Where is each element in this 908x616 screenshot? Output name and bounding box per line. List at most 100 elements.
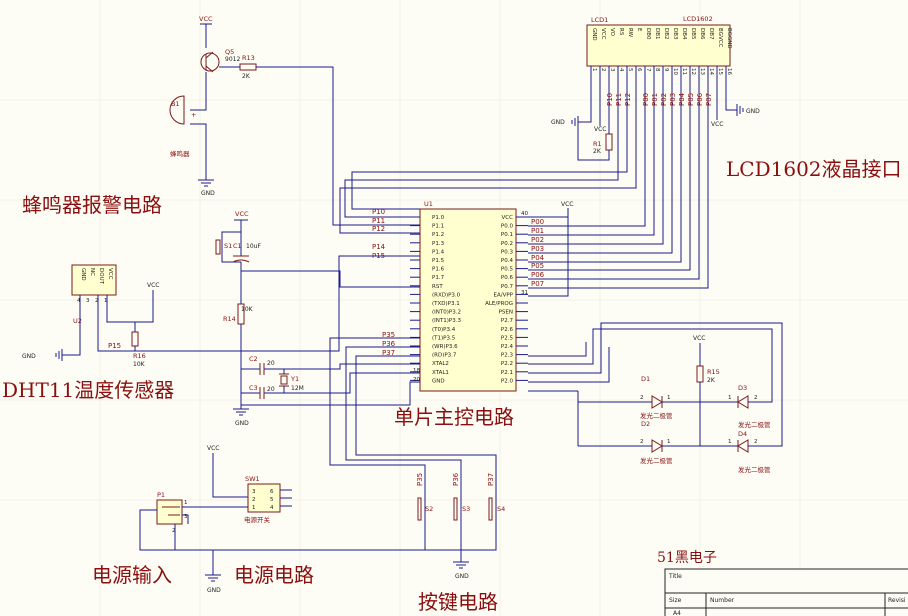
mcu-pin-label: XTAL2 — [432, 361, 449, 367]
svg-text:2: 2 — [640, 395, 644, 401]
dht-pin-label: NC — [89, 268, 95, 276]
dht-pin-label: GND — [80, 268, 86, 281]
lcd-gnd-label: GND — [551, 119, 565, 126]
svg-text:D3: D3 — [738, 384, 747, 392]
mcu-pin-label: P0.6 — [501, 275, 514, 281]
mcu-ref: U1 — [424, 200, 433, 208]
svg-text:C3: C3 — [249, 384, 258, 392]
svg-text:C2: C2 — [249, 355, 258, 363]
lcd-pin-label: RW — [627, 28, 633, 38]
svg-text:P05: P05 — [531, 262, 544, 270]
svg-text:P04: P04 — [531, 254, 545, 262]
svg-text:20: 20 — [267, 386, 275, 393]
svg-text:31: 31 — [521, 290, 528, 296]
mcu-pin-label: EA/VPP — [494, 292, 514, 298]
svg-text:发光二极管: 发光二极管 — [738, 420, 771, 429]
svg-text:A4: A4 — [673, 610, 681, 616]
lcd-pin-label: VCC — [600, 28, 606, 40]
q5-model: 9012 — [225, 56, 240, 63]
svg-text:Title: Title — [668, 573, 682, 580]
mcu-pin-label: P2.4 — [501, 344, 514, 350]
mcu-pin-label: (WR)P3.6 — [432, 344, 458, 350]
s1-label: S1 — [224, 242, 232, 250]
svg-text:P04: P04 — [678, 92, 686, 106]
svg-text:5: 5 — [270, 497, 274, 503]
svg-text:GND: GND — [22, 353, 36, 360]
gnd-label: GND — [201, 190, 215, 197]
mcu-pin-label: (T0)P3.4 — [432, 327, 456, 333]
lcd-pin-number: 16 — [726, 68, 732, 75]
lcd-pin-label: DB2 — [663, 28, 669, 40]
mcu-pin-label: XTAL1 — [432, 370, 449, 376]
svg-text:P37: P37 — [487, 473, 495, 486]
dht-pin-number: 1 — [104, 298, 108, 304]
svg-text:2: 2 — [172, 528, 176, 534]
mcu-pin-label: P0.1 — [501, 232, 513, 238]
svg-text:20: 20 — [267, 360, 275, 367]
svg-text:1: 1 — [728, 395, 732, 401]
lcd-pin-number: 3 — [609, 68, 615, 72]
mcu-pin-label: VCC — [502, 215, 514, 221]
mcu-pin-label: P0.4 — [501, 258, 514, 264]
lcd-pin-number: 2 — [600, 68, 606, 72]
lcd-pin-label: DB3 — [672, 28, 678, 40]
r1-value: 2K — [593, 148, 602, 155]
crystal-circuit: C2 20 C3 20 Y1 12M — [241, 355, 420, 406]
svg-text:P06: P06 — [531, 271, 545, 279]
mcu-pin-label: P2.6 — [501, 327, 514, 333]
r14-label: R14 — [223, 315, 236, 323]
svg-text:10K: 10K — [241, 306, 254, 313]
svg-text:发光二极管: 发光二极管 — [640, 456, 673, 465]
lcd-pin-number: 1 — [591, 68, 597, 72]
svg-text:VCC: VCC — [693, 335, 705, 342]
mcu-section-title: 单片主控电路 — [394, 405, 514, 429]
buzzer-name: 蜂鸣器 — [170, 149, 190, 158]
svg-text:P11: P11 — [615, 93, 623, 106]
svg-text:发光二极管: 发光二极管 — [738, 465, 771, 474]
svg-text:S2: S2 — [425, 505, 433, 513]
svg-text:P03: P03 — [531, 245, 544, 253]
p1-jack — [156, 499, 183, 525]
svg-text:S4: S4 — [497, 505, 505, 513]
mcu-pin-label: (TXD)P3.1 — [432, 301, 460, 307]
mcu-pin-label: P1.1 — [432, 224, 444, 230]
mcu-pin-label: RST — [432, 284, 443, 290]
svg-text:2K: 2K — [707, 377, 716, 384]
mcu-pin-label: GND — [432, 378, 445, 384]
svg-text:P36: P36 — [452, 472, 460, 486]
svg-text:发光二极管: 发光二极管 — [640, 411, 673, 420]
svg-text:P10: P10 — [372, 208, 385, 216]
svg-text:1: 1 — [667, 395, 671, 401]
lcd-body — [586, 24, 731, 67]
svg-text:18: 18 — [413, 368, 420, 374]
svg-text:VCC: VCC — [207, 445, 219, 452]
svg-text:P15: P15 — [108, 342, 121, 350]
mcu-pin-label: P2.0 — [501, 378, 514, 384]
lcd-pin-number: 6 — [636, 68, 642, 72]
svg-text:P07: P07 — [705, 93, 713, 106]
lcd-pin-number: 10 — [672, 68, 678, 75]
mcu-pin-label: (RD)P3.7 — [432, 353, 457, 359]
mcu-pin-label: P1.0 — [432, 215, 445, 221]
svg-text:3: 3 — [184, 514, 188, 520]
svg-text:P1: P1 — [157, 491, 165, 499]
lcd-pin-number: 7 — [645, 68, 651, 72]
sw1-body — [247, 483, 281, 513]
mcu-pin-label: (RXD)P3.0 — [432, 292, 461, 298]
mcu-pin-label: PSEN — [499, 310, 513, 316]
svg-text:P01: P01 — [531, 227, 544, 235]
r16-label: R16 — [133, 352, 146, 360]
buzzer-circuit: VCC Q5 9012 R13 2K B1 + 蜂鸣器 GND — [169, 15, 420, 226]
mcu-pin-label: P2.5 — [501, 335, 514, 341]
svg-text:D1: D1 — [641, 375, 650, 383]
svg-text:Size: Size — [669, 597, 682, 604]
svg-text:P01: P01 — [651, 93, 659, 106]
svg-text:P10: P10 — [606, 93, 614, 106]
svg-text:1: 1 — [667, 439, 671, 445]
title-block: Title Size Number Revisi A4 — [664, 568, 908, 616]
svg-text:Revisi: Revisi — [888, 597, 906, 604]
svg-text:VCC: VCC — [235, 210, 249, 218]
svg-text:GND: GND — [235, 420, 249, 427]
mcu-pin-label: (INT1)P3.3 — [432, 318, 461, 324]
